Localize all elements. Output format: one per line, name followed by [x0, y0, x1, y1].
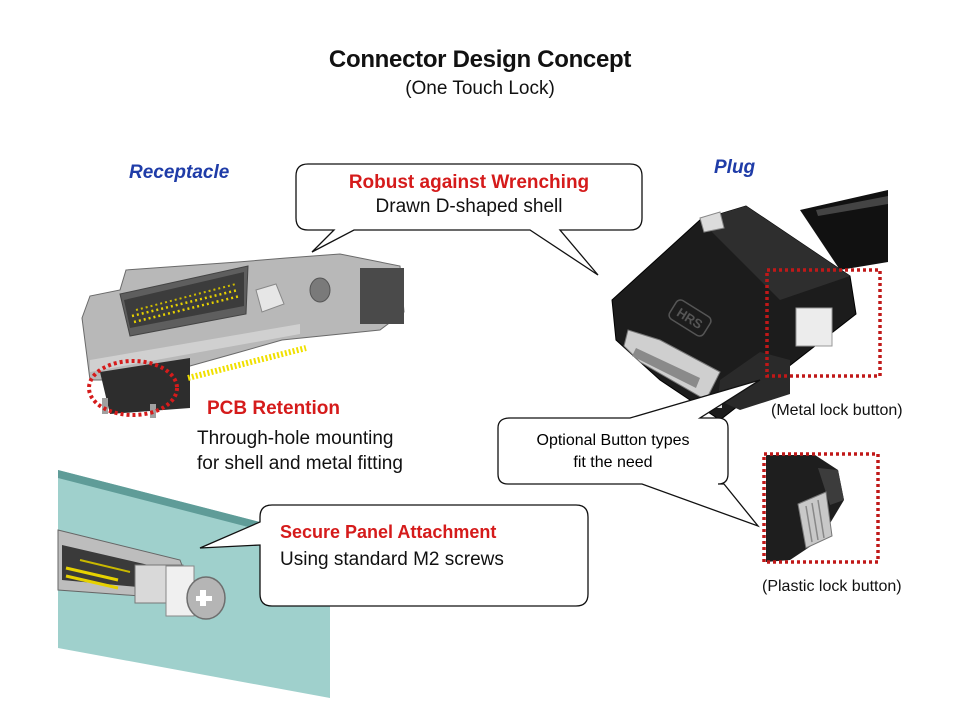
receptacle-pins — [131, 283, 241, 324]
buttons-line2: fit the need — [573, 454, 653, 471]
page-subtitle: (One Touch Lock) — [405, 78, 555, 99]
panel-callout: Secure Panel Attachment Using standard M… — [280, 522, 504, 571]
receptacle-label: Receptacle — [129, 162, 230, 183]
panel-text: Using standard M2 screws — [280, 549, 504, 570]
plug-illustration: HRS — [611, 190, 888, 421]
wrenching-callout-bubble — [295, 163, 643, 276]
wrenching-heading: Robust against Wrenching — [348, 172, 590, 193]
metal-lock-caption: (Metal lock button) — [771, 402, 903, 419]
pcb-retention-line1: Through-hole mounting — [197, 428, 394, 449]
plug-label: Plug — [714, 157, 756, 178]
buttons-line1: Optional Button types — [536, 432, 690, 449]
m2-screw-icon — [186, 576, 226, 620]
pcb-retention-highlight — [87, 359, 179, 417]
wrenching-text: Drawn D-shaped shell — [375, 196, 563, 217]
wrenching-callout: Robust against Wrenching Drawn D-shaped … — [296, 172, 642, 218]
pcb-retention-heading: PCB Retention — [207, 398, 340, 419]
panel-callout-bubble — [199, 504, 589, 607]
receptacle-illustration — [81, 253, 405, 418]
pcb-retention-line2: for shell and metal fitting — [197, 453, 403, 474]
page-title: Connector Design Concept — [328, 46, 632, 73]
pcb-retention-text: Through-hole mounting for shell and meta… — [197, 426, 403, 476]
buttons-callout: Optional Button types fit the need — [498, 430, 728, 474]
plastic-button-highlight — [762, 452, 880, 564]
plastic-button-illustration — [766, 455, 844, 562]
metal-button-highlight — [765, 268, 882, 378]
panel-connector-pins — [65, 559, 131, 590]
plastic-button-ribs — [805, 499, 825, 543]
receptacle-tail-pins — [187, 345, 307, 381]
panel-heading: Secure Panel Attachment — [280, 522, 497, 542]
plastic-lock-caption: (Plastic lock button) — [762, 578, 902, 595]
buttons-callout-bubble — [497, 379, 761, 528]
